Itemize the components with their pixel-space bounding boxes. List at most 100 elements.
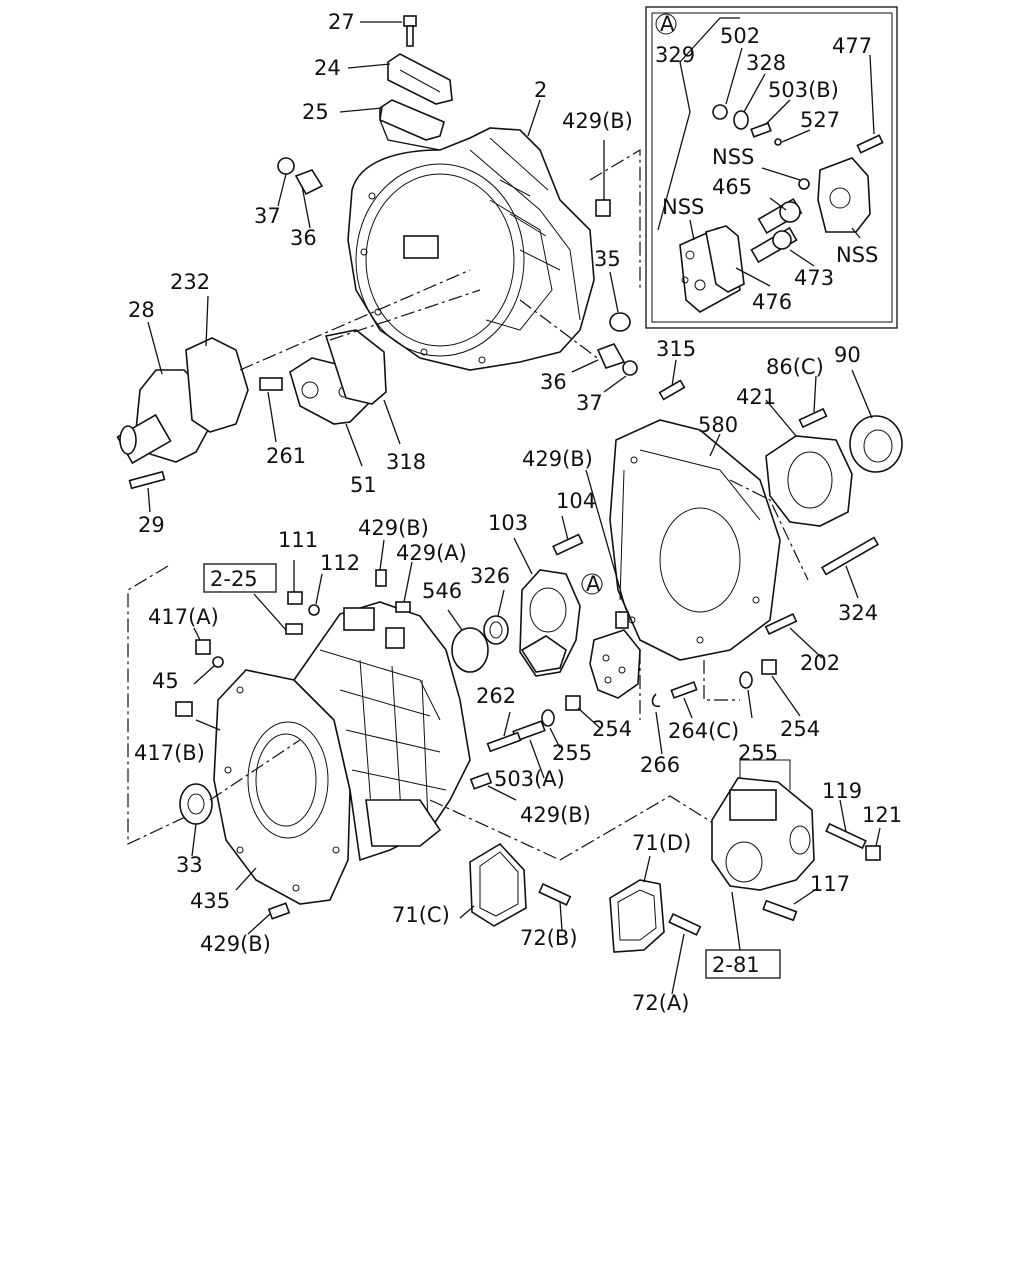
callout-a-inset: A: [660, 12, 675, 36]
label-266: 266: [640, 753, 680, 777]
label-473: 473: [794, 266, 834, 290]
label-37-1: 37: [254, 204, 281, 228]
cover-24: [387, 53, 453, 105]
snap-ring-546: [451, 627, 489, 673]
clutch-housing-2: [347, 127, 595, 371]
label-36-2: 36: [540, 370, 567, 394]
ref-box-2-25: [203, 563, 277, 593]
label-27: 27: [328, 10, 355, 34]
label-527: 527: [800, 108, 840, 132]
ref-2-81: 2-81: [712, 953, 760, 977]
label-71d: 71(D): [632, 831, 691, 855]
label-35: 35: [594, 247, 621, 271]
label-121: 121: [862, 803, 902, 827]
cover-71d: [609, 879, 665, 953]
label-417a: 417(A): [148, 605, 219, 629]
label-2: 2: [534, 78, 547, 102]
label-326: 326: [470, 564, 510, 588]
label-202: 202: [800, 651, 840, 675]
washer-112: [308, 604, 320, 616]
bolt-104: [552, 533, 584, 556]
label-111: 111: [278, 528, 318, 552]
label-nss-3: NSS: [836, 243, 878, 267]
label-546: 546: [422, 579, 462, 603]
label-86c: 86(C): [766, 355, 824, 379]
label-329: 329: [655, 43, 695, 67]
label-33: 33: [176, 853, 203, 877]
plug-254-left: [565, 695, 581, 711]
callout-a-body-circle: [581, 573, 603, 595]
label-104: 104: [556, 489, 596, 513]
pump-gear-465: [757, 197, 803, 235]
label-502: 502: [720, 24, 760, 48]
label-232: 232: [170, 270, 210, 294]
clutch-housing-group: 27 24 25 2 429(B) 37 36 35 232 28 36 37 …: [116, 10, 641, 537]
bolt-417b: [175, 701, 193, 717]
callout-a-inset-circle: [655, 13, 677, 35]
ring-255-right: [739, 671, 753, 689]
label-71c: 71(C): [392, 903, 450, 927]
bolt-72b: [538, 882, 572, 906]
label-429a-1: 429(A): [396, 541, 467, 565]
pump-gear-473: [750, 226, 798, 264]
o-ring-328: [733, 110, 749, 130]
label-24: 24: [314, 56, 341, 80]
label-417b: 417(B): [134, 741, 205, 765]
label-nss-1: NSS: [712, 145, 754, 169]
middle-parts-group: A 429(B) 104 103 326 546 254 255 262 503…: [422, 447, 641, 791]
label-72b: 72(B): [520, 926, 578, 950]
rear-cover-580: [609, 419, 781, 661]
label-29: 29: [138, 513, 165, 537]
plug-502: [712, 104, 728, 120]
label-254-1: 254: [592, 717, 632, 741]
seal-90: [849, 415, 903, 473]
bolt-2-25: [285, 623, 303, 635]
label-324: 324: [838, 601, 878, 625]
pin-429b-top: [375, 569, 387, 587]
bolt-477: [856, 54, 884, 154]
nss-small-part: [798, 178, 810, 190]
bolt-27: [403, 15, 417, 47]
label-nss-2: NSS: [662, 195, 704, 219]
gasket-25: [379, 99, 445, 141]
ball-527: [774, 138, 782, 146]
callout-a-body: A: [586, 572, 601, 596]
gasket-318: [324, 329, 387, 405]
seal-35: [609, 312, 631, 332]
pump-cover-476: [705, 225, 745, 293]
label-28: 28: [128, 298, 155, 322]
label-51: 51: [350, 473, 377, 497]
housing-421: [765, 435, 853, 527]
bolt-324: [820, 536, 880, 576]
label-90: 90: [834, 343, 861, 367]
label-476: 476: [752, 290, 792, 314]
label-37-2: 37: [576, 391, 603, 415]
pto-and-covers-group: 2-81 71(D) 71(C) 72(B) 72(A) 119 121 117: [392, 759, 902, 1015]
label-119: 119: [822, 779, 862, 803]
inset-detail-a: A: [645, 6, 898, 329]
label-103: 103: [488, 511, 528, 535]
spring-503b: [750, 122, 772, 138]
pin-429a: [395, 601, 411, 613]
dowel-36-lower: [596, 343, 626, 369]
bushing-37-lower: [622, 360, 638, 376]
transmission-case: [292, 601, 471, 862]
case-plate-435: [213, 669, 351, 905]
label-315: 315: [656, 337, 696, 361]
label-318: 318: [386, 450, 426, 474]
label-112: 112: [320, 551, 360, 575]
pin-429b-bottom: [267, 902, 291, 920]
label-429b-5: 429(B): [520, 803, 591, 827]
label-328: 328: [746, 51, 786, 75]
bolt-111: [287, 591, 303, 605]
ring-255-left: [541, 709, 555, 727]
label-255-2: 255: [738, 741, 778, 765]
ref-2-25: 2-25: [210, 567, 258, 591]
nut-121: [865, 845, 881, 861]
cover-71c: [469, 842, 527, 927]
snap-ring-266: [651, 693, 661, 708]
seal-326: [483, 615, 509, 645]
bolt-315: [658, 379, 686, 401]
label-429b-4: 429(B): [200, 932, 271, 956]
